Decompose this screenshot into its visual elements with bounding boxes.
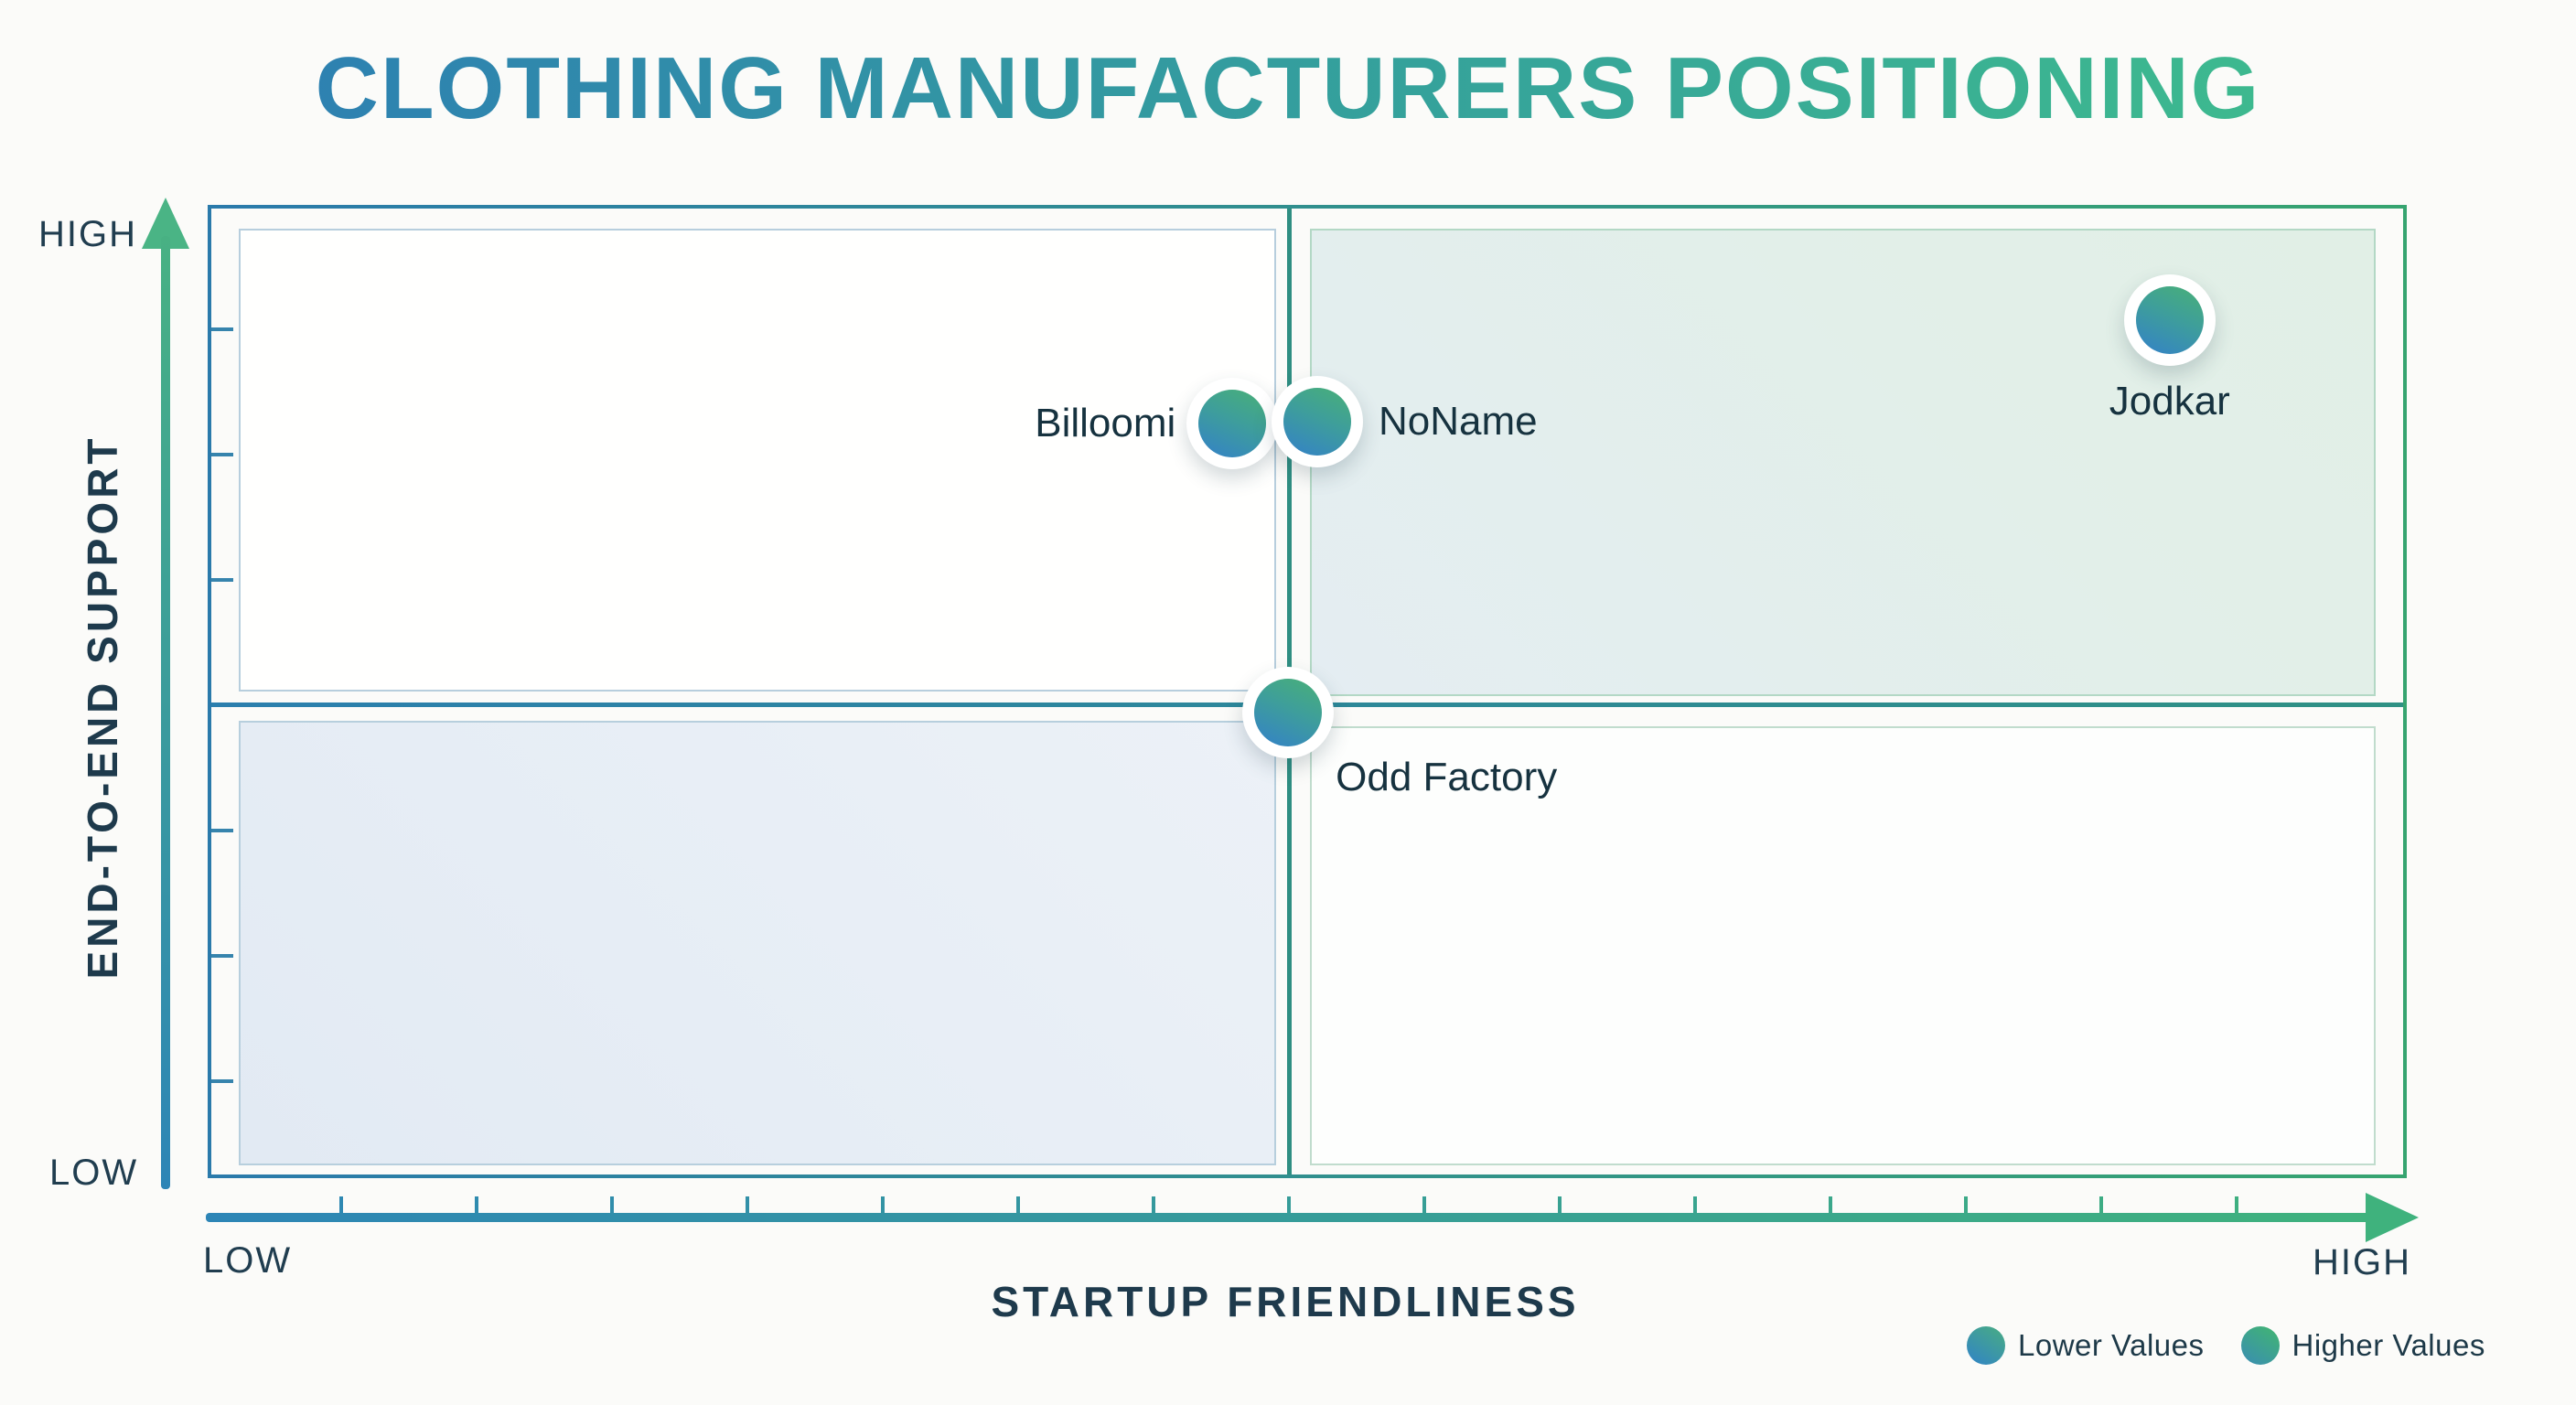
x-axis-tick [1964, 1196, 1968, 1213]
odd-factory-dot [1242, 666, 1335, 758]
y-axis-tick [211, 829, 233, 832]
odd-factory-dot-core [1254, 678, 1323, 746]
x-axis-tick [1422, 1196, 1426, 1213]
x-axis-tick [1558, 1196, 1562, 1213]
x-axis-tick [2099, 1196, 2103, 1213]
x-axis-tick [1016, 1196, 1020, 1213]
jodkar-dot [2123, 274, 2216, 367]
noname-dot [1272, 376, 1364, 468]
x-axis-low-label: LOW [203, 1240, 293, 1281]
jodkar-label: Jodkar [2109, 379, 2230, 424]
y-axis-tick [211, 453, 233, 456]
lower-values-dot-icon [1967, 1326, 2005, 1365]
odd-factory-label: Odd Factory [1336, 754, 1558, 799]
legend: Lower Values Higher Values [1967, 1326, 2485, 1365]
chart-area: Billoomi NoName Jodkar Odd Factory [208, 205, 2407, 1178]
y-axis-tick [211, 327, 233, 331]
y-axis-tick [211, 954, 233, 958]
x-axis-tick [746, 1196, 749, 1213]
legend-item-lower: Lower Values [1967, 1326, 2205, 1365]
y-axis-title: END-TO-END SUPPORT [79, 434, 126, 980]
x-axis-tick [1287, 1196, 1291, 1213]
x-axis-tick [339, 1196, 343, 1213]
quadrant-top-right [1310, 229, 2376, 696]
y-axis-tick [211, 578, 233, 582]
billoomi-dot [1186, 378, 1279, 470]
y-axis-tick [211, 1079, 233, 1083]
lower-values-label: Lower Values [2018, 1328, 2205, 1362]
chart-title: CLOTHING MANUFACTURERS POSITIONING [0, 38, 2576, 139]
x-axis-tick [1829, 1196, 1832, 1213]
x-axis-tick [881, 1196, 885, 1213]
quadrant-bottom-left [239, 721, 1276, 1165]
x-axis-high-label: HIGH [2313, 1242, 2411, 1282]
y-axis-high-label: HIGH [38, 214, 137, 254]
x-axis-tick [1693, 1196, 1697, 1213]
x-axis-tick [475, 1196, 478, 1213]
legend-item-higher: Higher Values [2240, 1326, 2485, 1365]
x-axis-arrowhead [2366, 1193, 2419, 1242]
x-axis-tick [610, 1196, 614, 1213]
billoomi-label: Billoomi [1035, 401, 1176, 446]
jodkar-dot-core [2135, 286, 2204, 355]
quadrant-top-left [239, 229, 1276, 692]
x-axis-line [206, 1213, 2369, 1222]
higher-values-dot-icon [2240, 1326, 2280, 1365]
x-axis-tick [2235, 1196, 2238, 1213]
billoomi-dot-core [1198, 390, 1267, 458]
higher-values-label: Higher Values [2292, 1328, 2485, 1362]
noname-dot-core [1283, 388, 1352, 456]
y-axis-low-label: LOW [49, 1153, 139, 1193]
x-axis-title: STARTUP FRIENDLINESS [991, 1278, 1580, 1325]
noname-label: NoName [1379, 399, 1538, 445]
y-axis-line [161, 236, 170, 1189]
x-axis-tick [1152, 1196, 1155, 1213]
quadrant-bottom-right [1310, 726, 2376, 1165]
